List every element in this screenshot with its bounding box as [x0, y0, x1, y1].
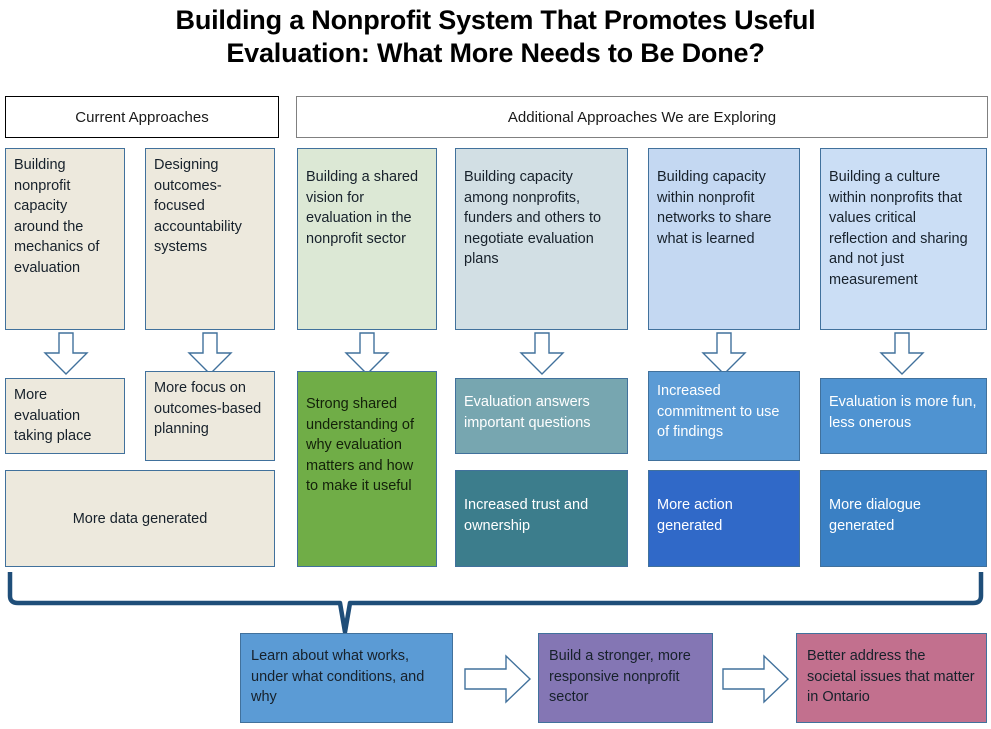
outcome-text: More data generated [72, 511, 208, 528]
outcome-box-increased-trust[interactable]: Increased trust and ownership [455, 470, 628, 567]
outcome-text: More focus on outcomes-based planning [154, 380, 262, 437]
outcome-text: Increased trust and ownership [464, 497, 589, 534]
approach-box-networks[interactable]: Building capacity within nonprofit netwo… [648, 148, 800, 330]
down-arrow-icon [187, 332, 233, 375]
approach-text: Building nonprofit capacity around the m… [14, 157, 100, 276]
outcome-box-increased-commitment[interactable]: Increased commitment to use of findings [648, 371, 800, 461]
outcome-text: More dialogue generated [829, 497, 921, 534]
outcome-text: Evaluation answers important questions [464, 394, 591, 431]
header-additional-approaches-label: Additional Approaches We are Exploring [507, 108, 777, 126]
down-arrow-icon [701, 332, 747, 375]
header-current-approaches: Current Approaches [5, 96, 279, 138]
title-line-1: Building a Nonprofit System That Promote… [175, 5, 816, 35]
outcome-text: More evaluation taking place [14, 387, 92, 444]
approach-box-negotiate-plans[interactable]: Building capacity among nonprofits, fund… [455, 148, 628, 330]
header-additional-approaches: Additional Approaches We are Exploring [296, 96, 988, 138]
down-arrow-icon [519, 332, 565, 375]
down-arrow-icon [344, 332, 390, 375]
outcome-text: Strong shared understanding of why evalu… [306, 396, 415, 494]
outcome-box-more-dialogue[interactable]: More dialogue generated [820, 470, 987, 567]
outcome-text: Increased commitment to use of findings [657, 383, 780, 440]
bottom-box-learn-about-what-works[interactable]: Learn about what works, under what condi… [240, 633, 453, 723]
approach-text: Building capacity within nonprofit netwo… [657, 169, 772, 247]
approach-text: Building a culture within nonprofits tha… [829, 169, 968, 288]
outcome-box-more-action[interactable]: More action generated [648, 470, 800, 567]
outcome-box-strong-shared-understanding[interactable]: Strong shared understanding of why evalu… [297, 371, 437, 567]
bottom-box-text: Better address the societal issues that … [807, 648, 975, 705]
outcome-box-evaluation-answers[interactable]: Evaluation answers important questions [455, 378, 628, 454]
down-arrow-icon [879, 332, 925, 375]
outcome-box-more-evaluation[interactable]: More evaluation taking place [5, 378, 125, 454]
bottom-box-build-stronger-sector[interactable]: Build a stronger, more responsive nonpro… [538, 633, 713, 723]
approach-box-culture[interactable]: Building a culture within nonprofits tha… [820, 148, 987, 330]
outcome-box-more-data-generated[interactable]: More data generated [5, 470, 275, 567]
bottom-box-better-address-issues[interactable]: Better address the societal issues that … [796, 633, 987, 723]
approach-box-accountability[interactable]: Designing outcomes-focused accountabilit… [145, 148, 275, 330]
title-line-2: Evaluation: What More Needs to Be Done? [226, 38, 765, 68]
header-current-approaches-label: Current Approaches [75, 108, 209, 126]
outcome-text: Evaluation is more fun, less onerous [829, 394, 977, 431]
bottom-box-text: Learn about what works, under what condi… [251, 648, 425, 705]
approach-text: Designing outcomes-focused accountabilit… [154, 157, 242, 255]
bracket-connector [0, 570, 991, 638]
outcome-text: More action generated [657, 497, 733, 534]
down-arrow-icon [43, 332, 89, 375]
right-arrow-icon [722, 654, 790, 704]
page-title: Building a Nonprofit System That Promote… [0, 4, 991, 70]
approach-text: Building capacity among nonprofits, fund… [464, 169, 602, 267]
approach-text: Building a shared vision for evaluation … [306, 169, 419, 247]
approach-box-mechanics[interactable]: Building nonprofit capacity around the m… [5, 148, 125, 330]
right-arrow-icon [464, 654, 532, 704]
approach-box-shared-vision[interactable]: Building a shared vision for evaluation … [297, 148, 437, 330]
bottom-box-text: Build a stronger, more responsive nonpro… [549, 648, 691, 705]
outcome-box-evaluation-more-fun[interactable]: Evaluation is more fun, less onerous [820, 378, 987, 454]
outcome-box-outcomes-based-planning[interactable]: More focus on outcomes-based planning [145, 371, 275, 461]
